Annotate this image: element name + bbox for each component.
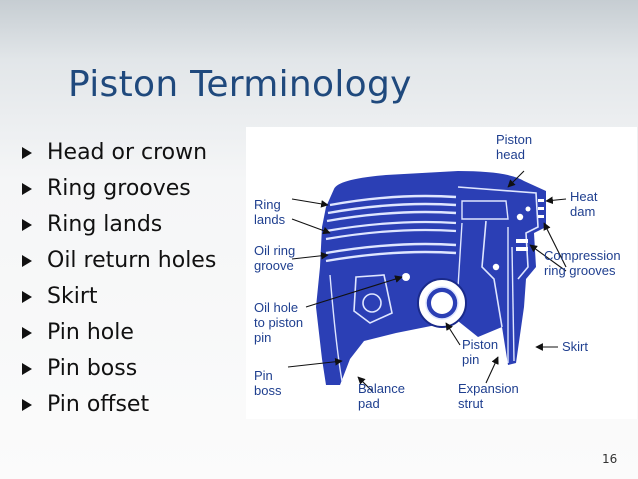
bullet-list: Head or crown Ring grooves Ring lands Oi…: [18, 138, 216, 426]
bullet-text: Pin boss: [47, 356, 138, 381]
bullet-item: Pin hole: [18, 318, 216, 354]
bullet-text: Head or crown: [47, 140, 208, 165]
bullet-text: Pin offset: [47, 392, 150, 417]
leader-lines: [287, 170, 567, 392]
bullet-text: Ring grooves: [47, 176, 191, 201]
piston-body: [316, 171, 546, 385]
arrow-bullet-icon: [22, 327, 32, 339]
bullet-item: Pin boss: [18, 354, 216, 390]
bullet-text: Pin hole: [47, 320, 134, 345]
bullet-item: Oil return holes: [18, 246, 216, 282]
page-number: 16: [602, 452, 618, 466]
arrow-bullet-icon: [22, 183, 32, 195]
arrow-bullet-icon: [22, 399, 32, 411]
bullet-item: Head or crown: [18, 138, 216, 174]
bullet-text: Skirt: [47, 284, 98, 309]
bullet-item: Ring lands: [18, 210, 216, 246]
bullet-item: Ring grooves: [18, 174, 216, 210]
bullet-text: Ring lands: [47, 212, 163, 237]
arrow-bullet-icon: [22, 255, 32, 267]
slide-title: Piston Terminology: [68, 64, 412, 105]
arrow-bullet-icon: [22, 147, 32, 159]
arrow-bullet-icon: [22, 291, 32, 303]
arrow-bullet-icon: [22, 219, 32, 231]
label-skirt: Skirt: [562, 339, 588, 354]
bullet-item: Pin offset: [18, 390, 216, 426]
arrow-bullet-icon: [22, 363, 32, 375]
bullet-item: Skirt: [18, 282, 216, 318]
bullet-text: Oil return holes: [47, 248, 217, 273]
